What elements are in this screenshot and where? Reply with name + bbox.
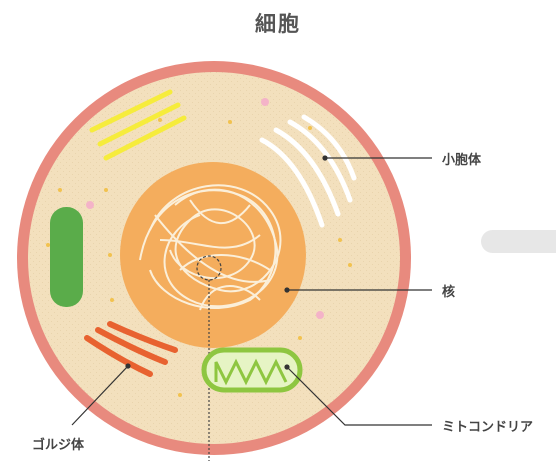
green-organelle bbox=[50, 207, 83, 307]
label-nucleus: 核 bbox=[442, 281, 455, 300]
label-vacuole: 小胞体 bbox=[442, 149, 481, 168]
mitochondria bbox=[204, 350, 300, 390]
label-mitochondria: ミトコンドリア bbox=[442, 416, 533, 435]
label-golgi: ゴルジ体 bbox=[32, 434, 84, 453]
